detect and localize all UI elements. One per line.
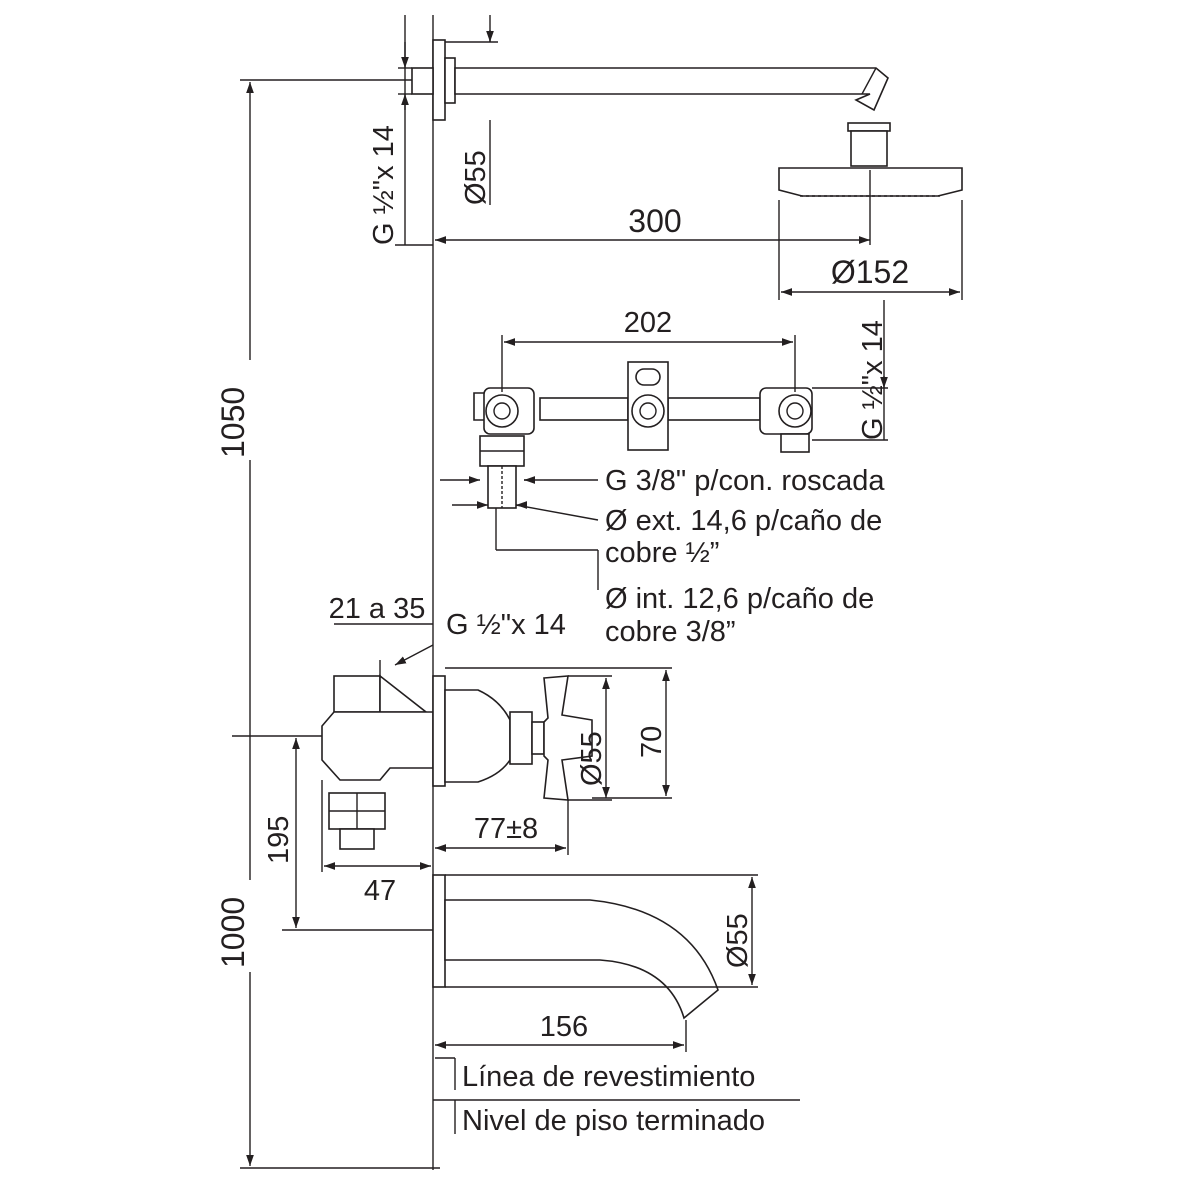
valve-flange: [432, 675, 446, 787]
ext-diameter-note-line1: Ø ext. 14,6 p/caño de: [605, 505, 882, 537]
wall-line-label: Línea de revestimiento: [462, 1061, 755, 1093]
valve-drop: 195: [263, 816, 295, 864]
shower-head-swivel: [847, 122, 891, 132]
connector-thread-label: G 3/8" p/con. roscada: [605, 465, 885, 497]
valve-handle-assembly: [432, 675, 593, 801]
valve-depth: 47: [364, 875, 396, 907]
shower-arm-length: 300: [628, 203, 681, 239]
shower-arm: [454, 67, 889, 112]
wall-depth-range: 21 a 35: [329, 593, 426, 625]
valve-spacing: 202: [624, 307, 672, 339]
valve-thread-label: G ½"x 14: [857, 320, 889, 440]
valve-body: [473, 361, 813, 509]
arm-thread-stub: [411, 67, 434, 95]
shower-arm-assembly: [411, 39, 963, 197]
spout-length: 156: [540, 1011, 588, 1043]
arm-thread-label: G ½"x 14: [368, 125, 400, 245]
total-height: 1050: [215, 387, 251, 458]
spout-assembly: [432, 874, 719, 1020]
arm-wall-flange: [432, 39, 446, 121]
diverter-body: [321, 674, 434, 850]
int-diameter-note-line1: Ø int. 12,6 p/caño de: [605, 583, 874, 615]
handle-projection: 77±8: [474, 813, 538, 845]
spout-flange: [432, 874, 446, 988]
valve-flange-diameter: Ø55: [576, 731, 608, 786]
int-diameter-note-line2: cobre 3/8”: [605, 616, 736, 648]
shower-head-diameter: Ø152: [831, 254, 909, 290]
arm-wall-nut: [444, 57, 456, 104]
spout-flange-diameter: Ø55: [722, 913, 754, 968]
valve-flange-height: 70: [636, 726, 668, 758]
shower-head-neck: [850, 130, 888, 167]
body-thread-label: G ½"x 14: [446, 609, 566, 641]
ext-diameter-note-line2: cobre ½”: [605, 537, 719, 569]
spout: [444, 899, 719, 1020]
arm-flange-diameter: Ø55: [460, 150, 492, 205]
spout-height: 1000: [215, 897, 251, 968]
floor-line-label: Nivel de piso terminado: [462, 1105, 765, 1137]
